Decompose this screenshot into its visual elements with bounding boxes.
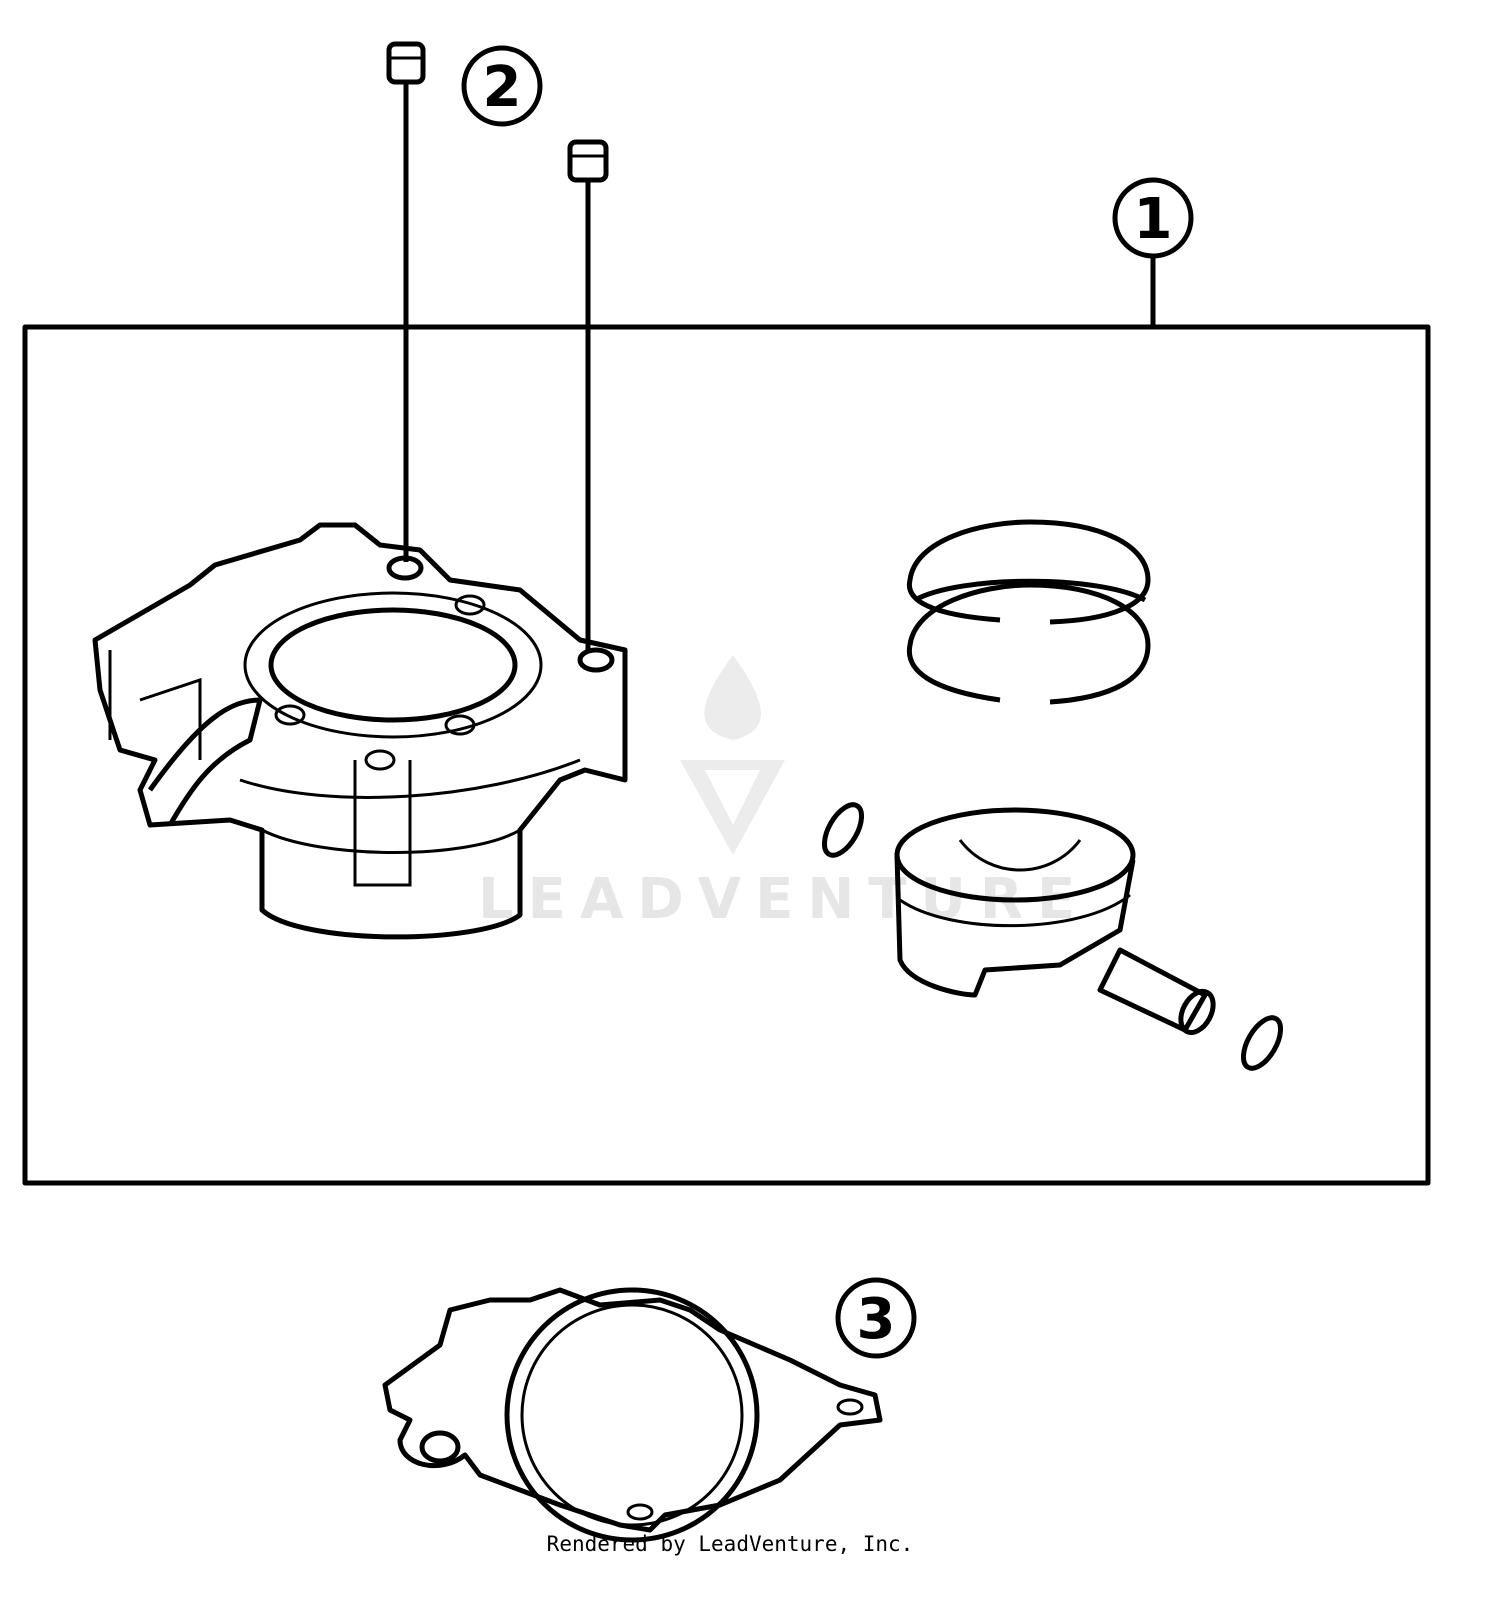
piston-pin[interactable] [1097, 947, 1220, 1038]
piston-pin-clip-left[interactable] [817, 799, 869, 861]
svg-text:3: 3 [857, 1287, 896, 1352]
dowel-sleeve-1[interactable] [386, 41, 426, 562]
cylinder[interactable] [92, 522, 628, 940]
callout-3[interactable]: 3 [835, 1277, 917, 1359]
piston-rings[interactable] [906, 519, 1151, 705]
piston[interactable] [894, 807, 1136, 998]
leadventure-watermark: LEADVENTURE [478, 655, 1075, 932]
piston-pin-clip-right[interactable] [1236, 1012, 1288, 1074]
flame-icon [704, 655, 761, 740]
cylinder-base-gasket[interactable] [382, 1287, 883, 1543]
v-logo-icon [680, 760, 785, 855]
callout-2[interactable]: 2 [461, 45, 543, 127]
svg-text:2: 2 [483, 55, 522, 120]
kit-box [22, 324, 1431, 1186]
footer-credit: Rendered by LeadVenture, Inc. [546, 1532, 914, 1556]
svg-text:1: 1 [1134, 187, 1173, 252]
dowel-sleeve-2[interactable] [567, 139, 609, 650]
callout-1[interactable]: 1 [1112, 177, 1194, 259]
